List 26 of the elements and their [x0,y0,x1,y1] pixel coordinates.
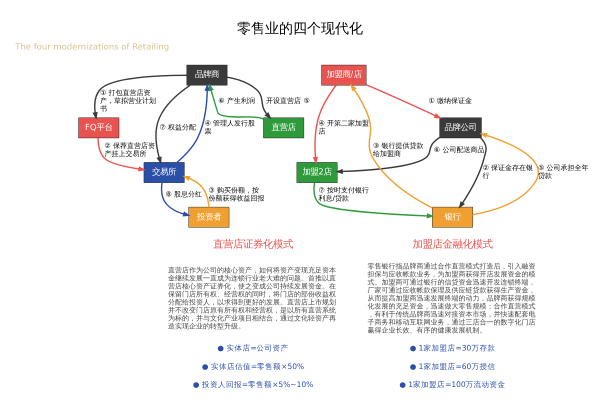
arrow [312,84,337,164]
arrow [182,175,210,207]
arrow [155,84,190,164]
arrow [160,182,191,216]
arrow [208,82,264,120]
node-box: 银行 [432,206,473,228]
diagram-title: 零售业的四个现代化 [237,20,363,37]
arrow [366,84,442,118]
node-box: 加盟2店 [296,162,338,182]
arrow [227,76,272,119]
node-box: 直营店 [263,117,304,138]
node-box: 品牌公司 [439,117,482,138]
node-box: 投资者 [188,206,230,228]
node-box: 品牌商 [186,64,228,85]
arrow [176,82,210,162]
arrow [97,138,146,172]
node-box: FQ平台 [78,117,120,138]
arrow [92,74,187,120]
label: The four modernizations of Retailing [15,41,170,52]
arrow [472,132,539,215]
node-box: 加盟商/店 [321,64,366,85]
arrow [458,136,487,208]
node-box: 交易所 [144,162,185,182]
arrow [335,136,440,174]
arrow [313,182,434,218]
arrow [350,83,433,208]
